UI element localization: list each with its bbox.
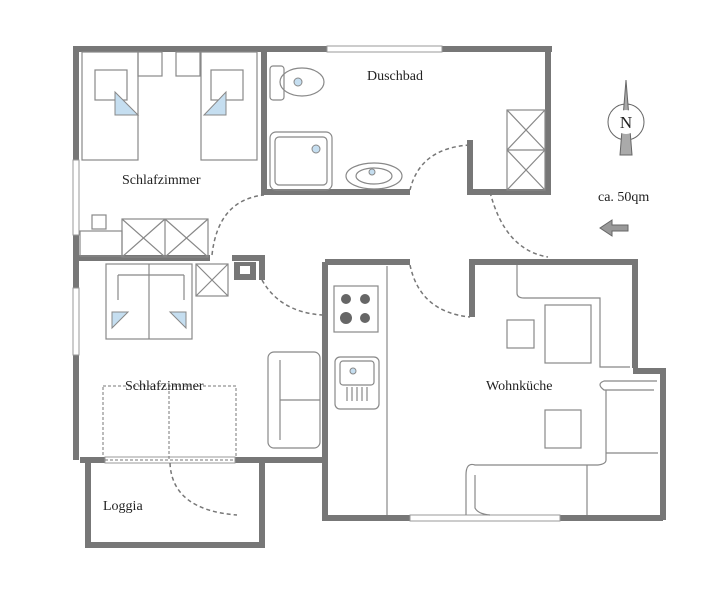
room-label-bedroom-bottom: Schlafzimmer — [125, 379, 204, 394]
window-kitchen — [409, 514, 561, 522]
stove — [333, 285, 379, 333]
chair — [506, 319, 535, 349]
room-label-bathroom: Duschbad — [367, 69, 423, 84]
compass-icon: N — [607, 79, 645, 156]
room-label-kitchen: Wohnküche — [486, 379, 553, 394]
window-top — [326, 45, 443, 53]
walls — [72, 45, 666, 548]
sink — [334, 356, 380, 410]
toilet-tank — [269, 65, 285, 101]
arrow-left-icon — [599, 219, 629, 237]
compass-north-label: N — [620, 113, 632, 132]
window-left-bottom — [72, 287, 80, 356]
room-label-loggia: Loggia — [103, 499, 143, 514]
shelving — [506, 109, 546, 191]
shower — [269, 131, 333, 191]
toilet — [279, 67, 325, 97]
table-bottom — [544, 409, 582, 449]
beds-top — [79, 51, 258, 258]
door-swings — [169, 144, 549, 516]
area-label: ca. 50qm — [598, 190, 649, 205]
bed-bottom — [102, 263, 321, 461]
table-top — [544, 304, 592, 364]
room-label-bedroom-top: Schlafzimmer — [122, 173, 201, 188]
window-left-top — [72, 159, 80, 236]
kitchen-fixtures — [333, 265, 658, 516]
washbasin — [345, 162, 403, 190]
bathroom-fixtures — [269, 65, 546, 191]
wardrobe-top — [121, 218, 209, 258]
